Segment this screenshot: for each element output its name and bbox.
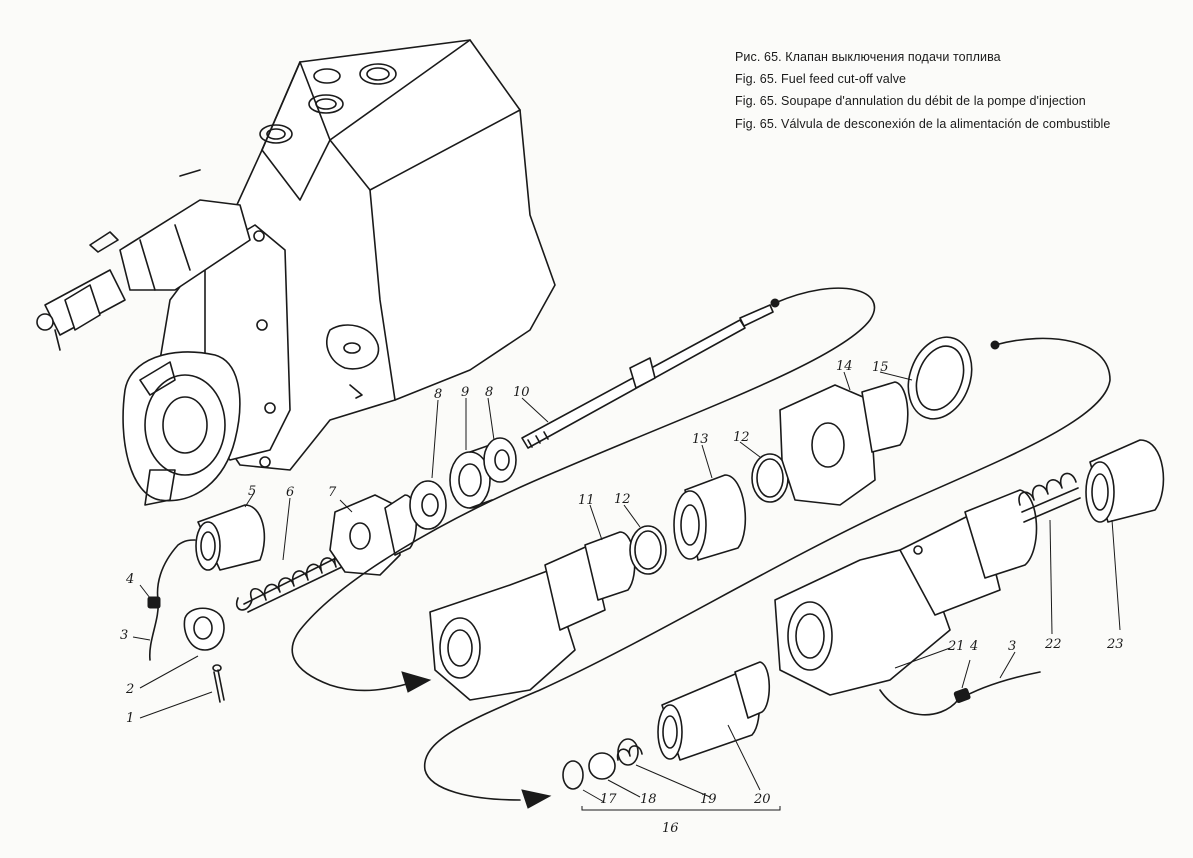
part-21-large-body — [774, 489, 1038, 696]
part-17-circlip — [562, 760, 605, 803]
callout-2: 2 — [125, 682, 134, 697]
part-20-valve-seat — [657, 661, 771, 791]
callout-9: 9 — [461, 385, 469, 400]
callout-labels: 1 2 3 4 5 6 7 8 9 8 10 11 12 13 12 14 15… — [120, 359, 1124, 836]
part-12-ring-right — [739, 441, 789, 503]
part-3-4-seal-left — [132, 539, 196, 661]
part-13-sleeve — [673, 444, 747, 561]
part-10-shaft — [521, 298, 780, 449]
seal-wire-middle — [424, 337, 1111, 801]
arrow-lower — [521, 789, 552, 809]
part-19-small-spring — [616, 738, 711, 798]
seal-wire-upper — [291, 287, 876, 692]
callout-8-left: 8 — [434, 387, 442, 402]
part-8-washer-right — [483, 397, 517, 483]
callout-11: 11 — [578, 493, 595, 508]
part-6-spring — [235, 497, 349, 613]
arrow-upper — [401, 671, 432, 693]
callout-4-right: 4 — [969, 639, 978, 654]
callout-5: 5 — [248, 484, 256, 499]
callout-6: 6 — [286, 485, 294, 500]
callout-3-left: 3 — [120, 628, 128, 643]
pump-housing — [36, 39, 556, 506]
callout-12-left: 12 — [614, 492, 631, 507]
callout-1: 1 — [126, 711, 134, 726]
part-22-spring — [1018, 472, 1081, 635]
part-3-4-seal-right — [879, 651, 1041, 716]
caption-spanish: Fig. 65. Válvula de desconexión de la al… — [735, 117, 1111, 131]
callout-18: 18 — [640, 792, 657, 807]
callout-23: 23 — [1106, 637, 1124, 652]
assembly-16-bracket — [581, 806, 781, 811]
callout-16: 16 — [662, 821, 679, 836]
caption-english: Fig. 65. Fuel feed cut-off valve — [735, 72, 907, 86]
caption-russian: Рис. 65. Клапан выключения подачи топлив… — [735, 50, 1001, 64]
part-15-gasket — [879, 336, 973, 420]
callout-14: 14 — [836, 359, 853, 374]
part-5-cap — [195, 492, 266, 571]
part-23-threaded-nozzle — [1085, 439, 1165, 631]
callout-21: 21 — [947, 639, 965, 654]
part-14-hex-nut — [779, 371, 909, 506]
callout-7: 7 — [328, 485, 337, 500]
callout-19: 19 — [700, 792, 717, 807]
callout-10: 10 — [513, 385, 530, 400]
part-1-split-pin — [139, 664, 225, 719]
callout-12-right: 12 — [733, 430, 750, 445]
callout-4-left: 4 — [125, 572, 134, 587]
caption-french: Fig. 65. Soupape d'annulation du débit d… — [735, 94, 1086, 108]
part-18-ball — [588, 752, 641, 798]
callout-13: 13 — [692, 432, 709, 447]
callout-20: 20 — [753, 792, 771, 807]
part-8-washer-left — [409, 399, 447, 530]
callout-15: 15 — [872, 360, 889, 375]
part-12-ring-left — [623, 504, 667, 575]
part-7-hex-nut — [329, 494, 418, 576]
callout-22: 22 — [1044, 637, 1062, 652]
part-2-castle-nut — [139, 607, 225, 689]
part-11-hex-body — [429, 504, 636, 701]
callout-3-right: 3 — [1008, 639, 1016, 654]
callout-17: 17 — [600, 792, 617, 807]
callout-8-right: 8 — [485, 385, 493, 400]
part-9-bearing — [449, 398, 493, 509]
